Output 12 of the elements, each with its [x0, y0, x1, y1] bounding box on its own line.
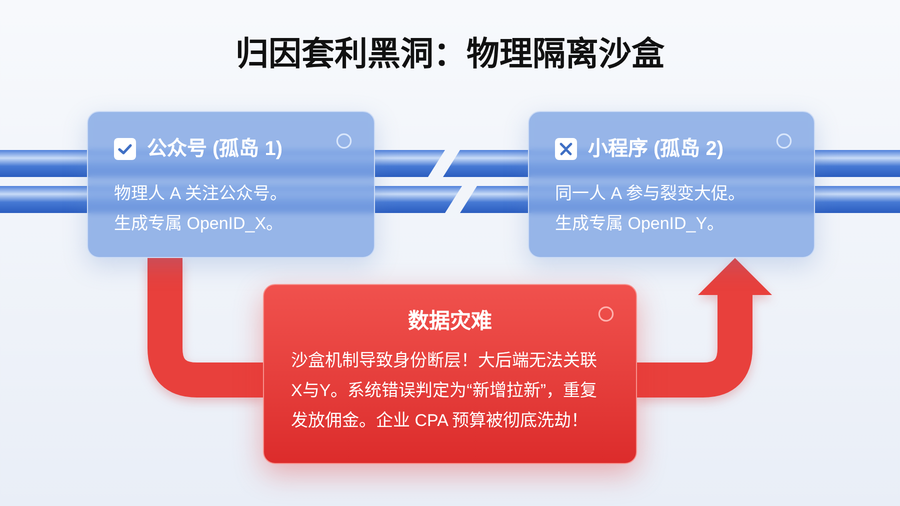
card-title: 公众号 (孤岛 1)	[147, 136, 283, 162]
card-text: 同一人 A 参与裂变大促。	[555, 183, 745, 205]
card-title: 小程序 (孤岛 2)	[588, 136, 724, 162]
card-text: 沙盒机制导致身份断层！大后端无法关联X与Y。系统错误判定为“新增拉新”，重复发放佣金。企业 CPA 预算被彻底洗劫！	[291, 350, 598, 432]
process-card	[528, 111, 815, 258]
card-text: 物理人 A 关注公众号。	[114, 183, 287, 205]
diagram-title: 归因套利黑洞：物理隔离沙盒	[236, 34, 664, 74]
alert-card	[263, 284, 637, 464]
process-card	[87, 111, 375, 258]
card-title: 数据灾难	[408, 308, 492, 335]
card-text: 生成专属 OpenID_X。	[114, 213, 284, 235]
card-text: 生成专属 OpenID_Y。	[555, 213, 724, 235]
